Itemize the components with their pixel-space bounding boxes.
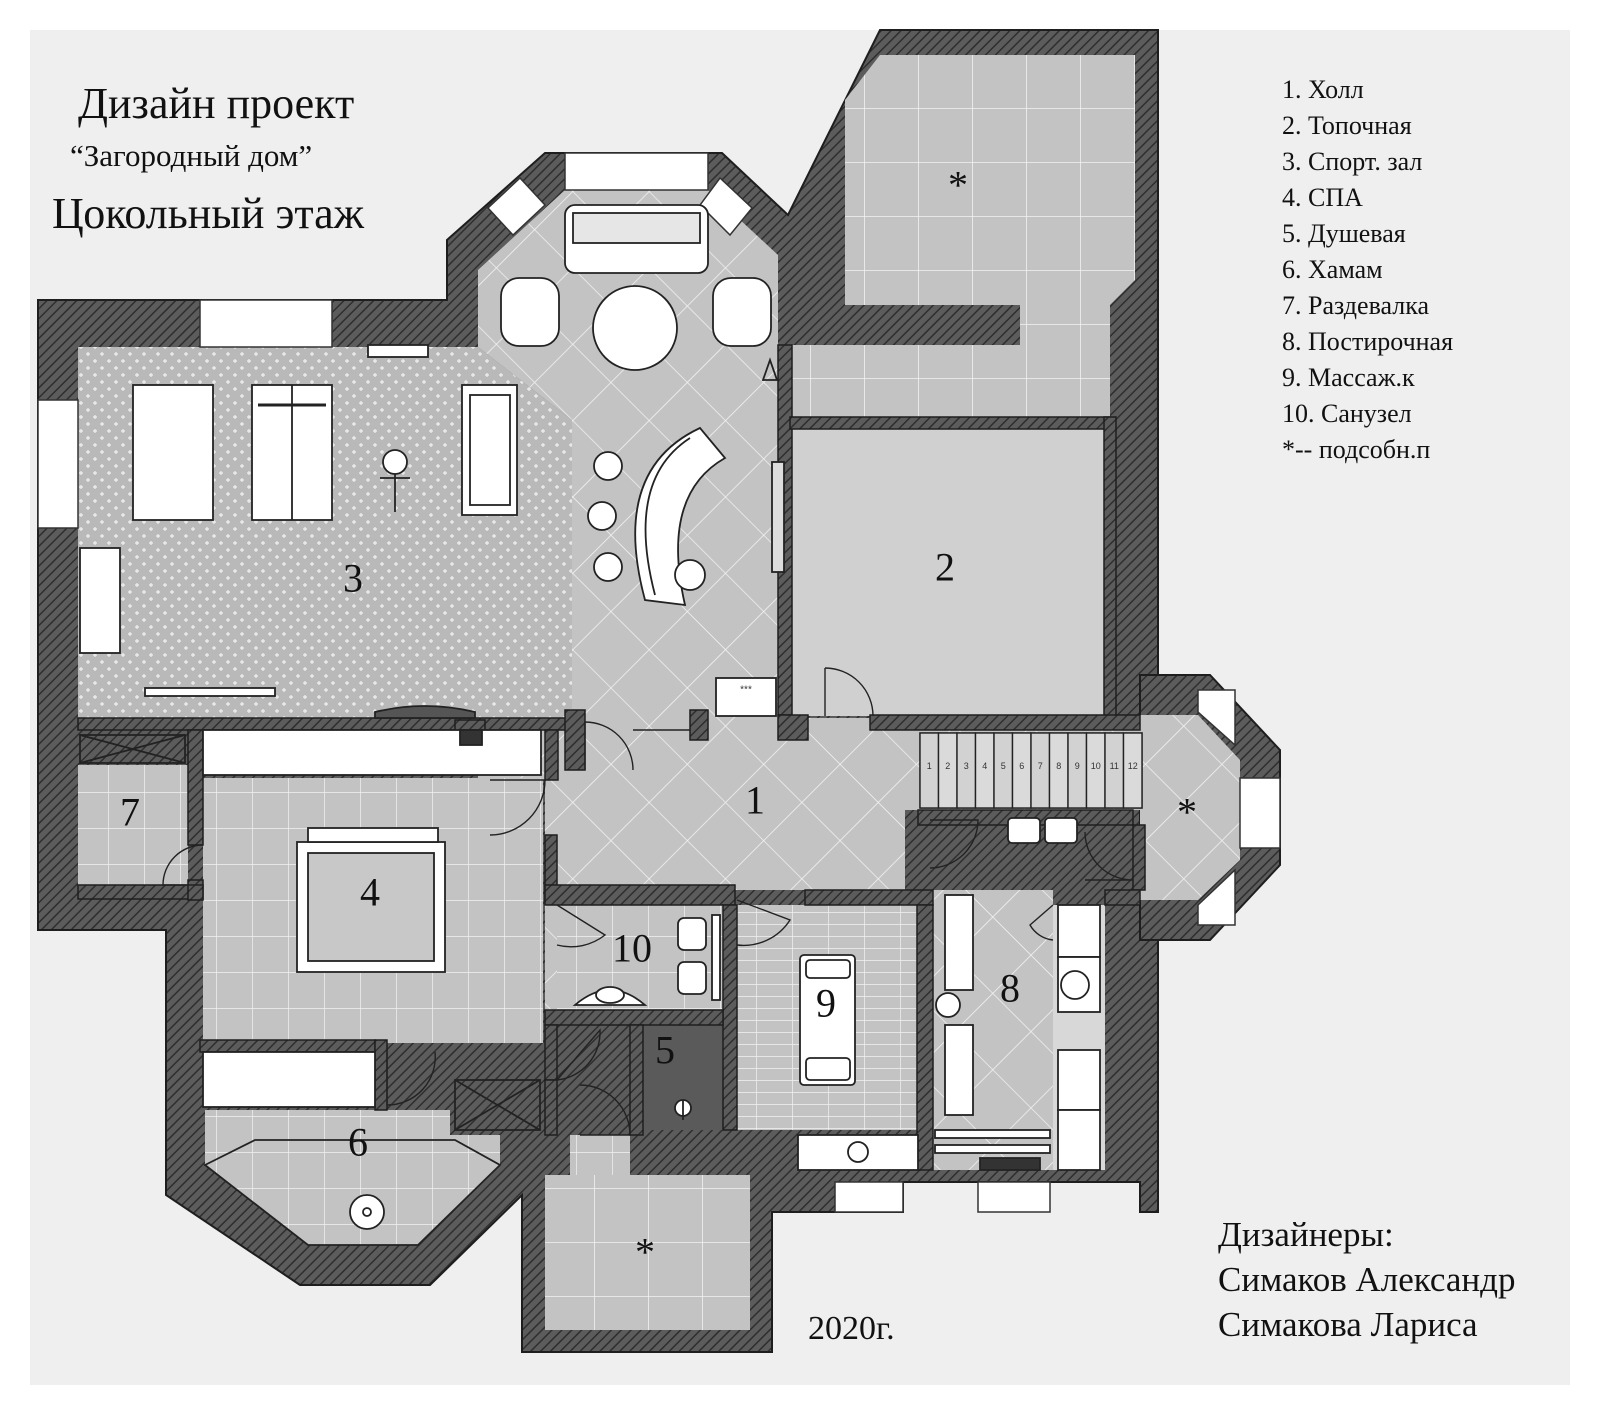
legend-item: 6. Хамам (1282, 255, 1383, 284)
stair-step-number: 7 (1037, 761, 1043, 771)
stair-step-number: 9 (1074, 761, 1080, 771)
room-number-8: 8 (1000, 965, 1020, 1011)
room-number-10: 10 (612, 925, 652, 971)
wet-area-fixtures (79, 729, 721, 1246)
interior-walls (77, 344, 1146, 1171)
stair-step-number: 6 (1019, 761, 1025, 771)
floor-title: Цокольный этаж (52, 189, 365, 238)
legend-item: 1. Холл (1282, 75, 1364, 104)
designer-name: Симакова Лариса (1218, 1305, 1478, 1344)
floor-areas (78, 55, 1240, 1330)
service-fixtures (797, 817, 1101, 1171)
storage-mark-top: * (948, 162, 968, 208)
stair-step-number: 10 (1090, 761, 1101, 771)
legend-item: 8. Постирочная (1282, 327, 1454, 356)
room-number-3: 3 (343, 555, 363, 601)
designers-heading: Дизайнеры: (1218, 1215, 1394, 1254)
stair-step-number: 5 (1000, 761, 1006, 771)
storage-top-floor (790, 55, 1135, 417)
stair-step-number: 2 (945, 761, 951, 771)
year-label: 2020г. (808, 1310, 895, 1347)
room-number-6: 6 (348, 1119, 368, 1165)
storage-mark-right: * (1177, 789, 1197, 835)
legend-item: 5. Душевая (1282, 219, 1406, 248)
room-number-7: 7 (120, 789, 140, 835)
stove-label: *** (740, 684, 752, 696)
room-number-9: 9 (816, 980, 836, 1026)
stair-step-number: 8 (1056, 761, 1062, 771)
legend-item: 2. Топочная (1282, 111, 1412, 140)
room-number-5: 5 (655, 1027, 675, 1073)
storage-mark-bottom: * (635, 1229, 655, 1275)
stair-step-number: 3 (963, 761, 969, 771)
corridor-bottom-floor (570, 1135, 630, 1175)
project-subtitle: “Загородный дом” (70, 138, 313, 173)
legend-item: 10. Санузел (1282, 399, 1412, 428)
stair-step-number: 11 (1109, 761, 1119, 771)
legend-item: 4. СПА (1282, 183, 1363, 212)
designers-block: Дизайнеры: Симаков Александр Симакова Ла… (1218, 1212, 1515, 1347)
bay-floor (1140, 715, 1240, 900)
legend-item: *-- подсобн.п (1282, 435, 1431, 464)
doors (162, 667, 1134, 1136)
stair-step-number: 1 (926, 761, 932, 771)
room-number-4: 4 (360, 869, 380, 915)
stair-tread (1122, 732, 1143, 809)
room-legend: 1. Холл 2. Топочная 3. Спорт. зал 4. СПА… (1282, 72, 1453, 468)
stair-step-number: 12 (1127, 761, 1138, 771)
stair-step-number: 4 (982, 761, 988, 771)
project-title: Дизайн проект (78, 79, 355, 128)
changing-room-floor (78, 765, 188, 885)
legend-item: 7. Раздевалка (1282, 291, 1430, 320)
staircase (919, 732, 1143, 809)
designer-name: Симаков Александр (1218, 1260, 1516, 1299)
room-number-1: 1 (745, 777, 765, 823)
windows (37, 152, 1281, 1213)
lounge-furniture (500, 204, 785, 717)
legend-item: 3. Спорт. зал (1282, 147, 1423, 176)
room-number-2: 2 (935, 544, 955, 590)
legend-item: 9. Массаж.к (1282, 363, 1415, 392)
boiler-room-floor (792, 428, 1104, 716)
gym-equipment (79, 344, 518, 719)
storage-bottom-floor (545, 1175, 750, 1330)
hammam-floor (205, 1110, 500, 1245)
